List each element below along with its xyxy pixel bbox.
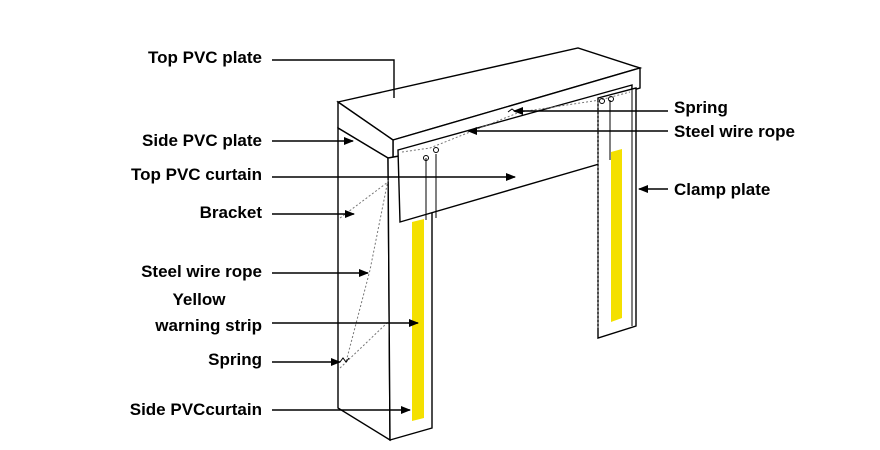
spring-eye-left [423, 155, 429, 161]
label-spring-left: Spring [208, 350, 262, 369]
yellow-warning-strip-left [412, 219, 424, 421]
leader-top-pvc-plate [272, 59, 395, 98]
label-warning-strip: warning strip [154, 316, 262, 335]
label-clamp-plate: Clamp plate [674, 180, 770, 199]
label-top-pvc-curtain: Top PVC curtain [131, 165, 262, 184]
yellow-warning-strip-right [611, 149, 622, 322]
spring-eye-left-2 [433, 147, 439, 153]
spring-eye-right [599, 98, 605, 104]
label-side-pvc-curtain: Side PVCcurtain [130, 400, 262, 419]
leader-lines [272, 59, 668, 414]
bracket-left-lower [339, 321, 389, 369]
spring-eye-right-2 [608, 96, 614, 102]
label-yellow: Yellow [173, 290, 227, 309]
spring-coil-left [339, 357, 350, 363]
label-steel-wire-rope-right: Steel wire rope [674, 122, 795, 141]
labels: Top PVC plate Side PVC plate Top PVC cur… [130, 48, 795, 419]
shelter-structure [336, 47, 643, 442]
left-post-outer-face [337, 126, 391, 442]
label-top-pvc-plate: Top PVC plate [148, 48, 262, 67]
label-side-pvc-plate: Side PVC plate [142, 131, 262, 150]
label-spring-right: Spring [674, 98, 728, 117]
label-bracket: Bracket [200, 203, 263, 222]
label-steel-wire-rope-left: Steel wire rope [141, 262, 262, 281]
